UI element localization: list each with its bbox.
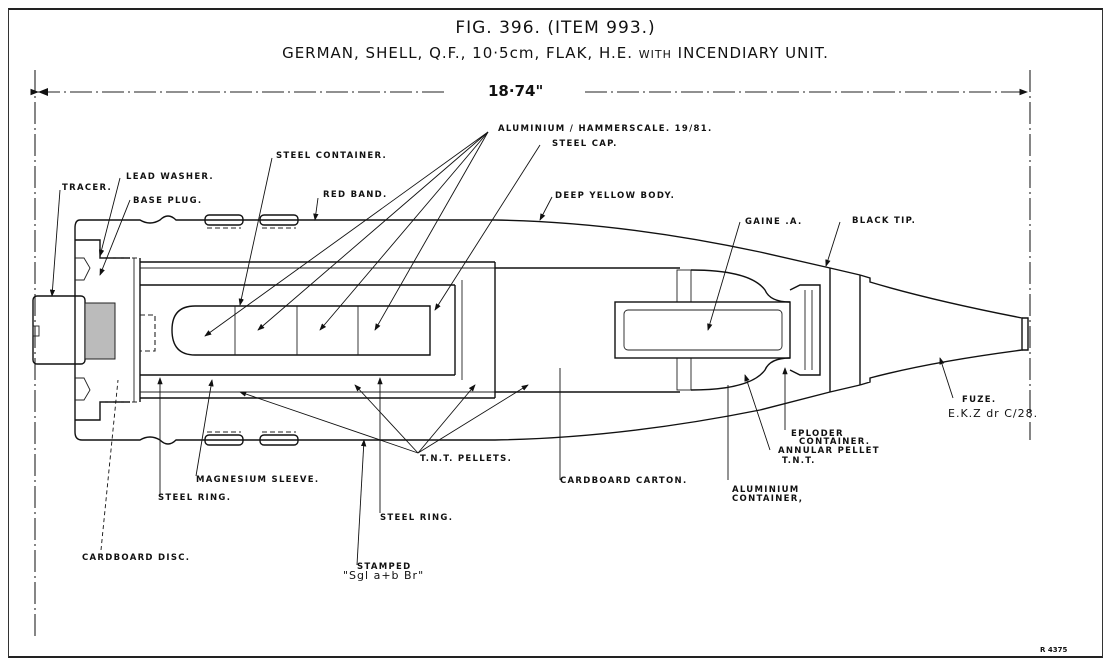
label-fuze-type: E.K.Z dr C/28.: [948, 407, 1039, 420]
label-lead-washer: LEAD WASHER.: [126, 172, 214, 182]
label-deep-yellow-body: DEEP YELLOW BODY.: [555, 191, 676, 201]
shell-outer-body: [74, 215, 1029, 445]
gaine-assembly: [495, 267, 821, 393]
label-aluminium-hammerscale: ALUMINIUM / HAMMERSCALE. 19/81.: [498, 124, 713, 134]
label-steel-cap: STEEL CAP.: [552, 139, 618, 149]
label-cardboard-carton: CARDBOARD CARTON.: [560, 476, 688, 486]
label-steel-ring-left: STEEL RING.: [158, 493, 232, 503]
incendiary-container: [139, 261, 496, 399]
label-base-plug: BASE PLUG.: [133, 196, 203, 206]
figure-subtitle: GERMAN, SHELL, Q.F., 10·5cm, FLAK, H.E. …: [0, 44, 1111, 62]
overall-length-dimension: [30, 70, 1031, 640]
figure-title: FIG. 396. (ITEM 993.): [455, 18, 656, 38]
tracer-thread: [84, 302, 116, 360]
base-plug-assembly: [32, 239, 141, 421]
subtitle-main: GERMAN, SHELL, Q.F., 10·5cm, FLAK, H.E.: [282, 44, 633, 62]
driving-bands: [204, 214, 299, 446]
label-magnesium-sleeve: MAGNESIUM SLEEVE.: [196, 475, 320, 485]
label-annular-pellet-2: T.N.T.: [782, 456, 816, 466]
label-fuze: FUZE.: [962, 395, 997, 405]
label-annular-pellet-1: ANNULAR PELLET: [778, 446, 880, 456]
label-gaine: GAINE .A.: [745, 217, 803, 227]
overall-length-label: 18·74": [488, 82, 544, 100]
subtitle-with: WITH: [638, 48, 672, 61]
leader-lines: [49, 131, 954, 566]
label-black-tip: BLACK TIP.: [852, 216, 917, 226]
label-steel-ring-right: STEEL RING.: [380, 513, 454, 523]
label-exploder-container-1: EPLODER: [791, 429, 844, 439]
label-steel-container: STEEL CONTAINER.: [276, 151, 388, 161]
label-tracer: TRACER.: [62, 183, 112, 193]
reference-number: R 4375: [1040, 646, 1068, 654]
label-stamped-2: "Sgl a+b Br": [343, 569, 425, 582]
subtitle-end: INCENDIARY UNIT.: [677, 44, 829, 62]
label-stamped-1: STAMPED: [357, 562, 412, 572]
label-aluminium-container-2: CONTAINER,: [732, 494, 804, 504]
label-red-band: RED BAND.: [323, 190, 388, 200]
label-cardboard-disc: CARDBOARD DISC.: [82, 553, 191, 563]
label-exploder-container-2: CONTAINER.: [799, 437, 871, 447]
label-tnt-pellets: T.N.T. PELLETS.: [420, 454, 513, 464]
tracer: [32, 295, 86, 365]
label-aluminium-container-1: ALUMINIUM: [732, 485, 800, 495]
drawing-border: [8, 8, 1103, 658]
